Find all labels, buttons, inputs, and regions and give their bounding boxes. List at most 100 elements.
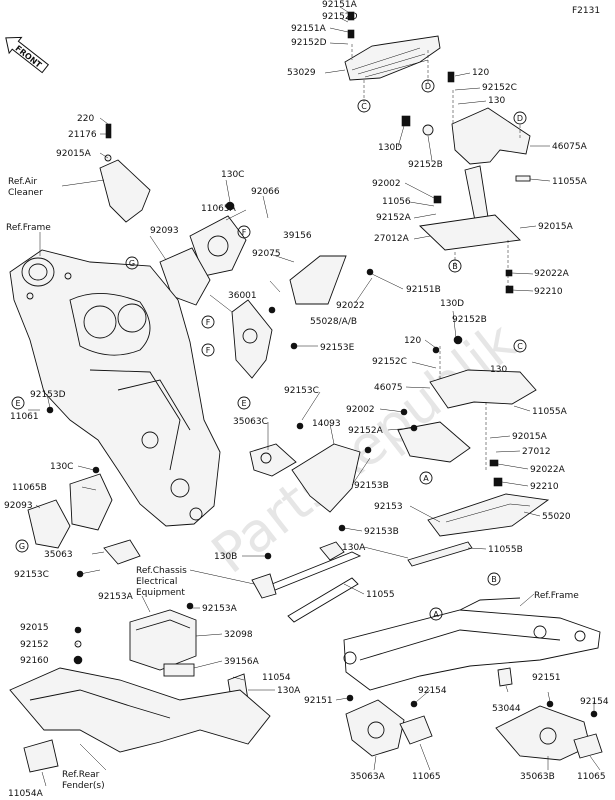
part-label-92153C: 92153C xyxy=(284,386,319,396)
svg-text:F: F xyxy=(206,318,211,327)
part-label-11055A-b: 11055A xyxy=(532,407,568,417)
svg-text:A: A xyxy=(423,474,429,483)
part-label-11055A: 11055A xyxy=(552,177,588,187)
bracket-36001 xyxy=(231,299,298,379)
rear-fender-undertray xyxy=(9,626,271,773)
footrest-bracket-46075 xyxy=(397,335,537,487)
part-label-92152: 92152 xyxy=(20,640,49,650)
part-label-92154-b: 92154 xyxy=(580,697,609,707)
part-label-92152C-b: 92152C xyxy=(372,357,407,367)
part-label-92152B-b: 92152B xyxy=(452,315,487,325)
svg-text:G: G xyxy=(129,259,135,268)
part-label-92210-b: 92210 xyxy=(530,482,559,492)
callout-g-top: G xyxy=(125,256,139,270)
callout-a-bottom: A xyxy=(429,607,443,621)
ref-frame-right: Ref.Frame xyxy=(534,591,579,601)
svg-text:B: B xyxy=(452,262,458,271)
part-label-92022A-b: 92022A xyxy=(530,465,566,475)
part-label-35063B: 35063B xyxy=(520,772,555,782)
svg-text:E: E xyxy=(15,399,20,408)
part-label-11056: 11056 xyxy=(382,197,411,207)
part-label-11055B: 11055B xyxy=(488,545,523,555)
part-label-92151-b: 92151 xyxy=(532,673,561,683)
callout-f-3: F xyxy=(201,343,215,357)
part-label-92002: 92002 xyxy=(372,179,401,189)
callout-d-top: D xyxy=(421,79,435,93)
part-label-92152D: 92152D xyxy=(322,12,358,22)
part-label-11065B: 11065B xyxy=(12,483,47,493)
part-label-92093: 92093 xyxy=(150,226,179,236)
part-label-130C-b: 130C xyxy=(50,462,73,472)
part-label-27012A: 27012A xyxy=(374,234,410,244)
part-label-120: 120 xyxy=(472,68,489,78)
subframe xyxy=(343,597,601,691)
callout-g-bottom: G xyxy=(15,539,29,553)
part-label-92153C-b: 92153C xyxy=(14,570,49,580)
svg-text:B: B xyxy=(491,575,497,584)
part-label-11065-b: 11065 xyxy=(577,772,606,782)
part-label-92151A-b: 92151A xyxy=(291,24,327,34)
part-label-11065A: 11065A xyxy=(201,204,237,214)
svg-text:D: D xyxy=(425,82,431,91)
part-label-130: 130 xyxy=(488,96,505,106)
part-label-11065: 11065 xyxy=(412,772,441,782)
part-label-27012: 27012 xyxy=(522,447,551,457)
part-label-92153B: 92153B xyxy=(354,481,389,491)
ref-label-line: Cleaner xyxy=(8,188,43,198)
part-label-92152C: 92152C xyxy=(482,83,517,93)
part-label-130D-b: 130D xyxy=(440,299,464,309)
callout-b-top: B xyxy=(448,259,462,273)
part-label-92153D: 92153D xyxy=(30,390,66,400)
callout-e-mid: E xyxy=(237,396,251,410)
part-label-46075: 46075 xyxy=(374,383,403,393)
air-duct xyxy=(99,123,151,223)
main-frame xyxy=(9,249,221,527)
callout-a-mid: A xyxy=(419,471,433,485)
part-label-92066: 92066 xyxy=(251,187,280,197)
svg-text:F: F xyxy=(242,228,247,237)
part-label-92152A: 92152A xyxy=(376,213,412,223)
frame-cover-11065b xyxy=(27,406,141,578)
part-label-130-b: 130 xyxy=(490,365,507,375)
part-label-39156A: 39156A xyxy=(224,657,260,667)
callout-f-1: F xyxy=(237,225,251,239)
svg-text:G: G xyxy=(19,542,25,551)
part-label-92022A: 92022A xyxy=(534,269,570,279)
part-label-92154: 92154 xyxy=(418,686,447,696)
svg-text:A: A xyxy=(433,610,439,619)
callout-d-right: D xyxy=(513,111,527,125)
part-label-92210: 92210 xyxy=(534,287,563,297)
part-label-36001: 36001 xyxy=(228,291,257,301)
part-label-92002-b: 92002 xyxy=(346,405,375,415)
part-label-130D: 130D xyxy=(378,143,402,153)
part-label-92152D-b: 92152D xyxy=(291,38,327,48)
part-label-92151: 92151 xyxy=(304,696,333,706)
part-label-130A-b: 130A xyxy=(277,686,301,696)
part-label-14093: 14093 xyxy=(312,419,341,429)
ref-label-line: Ref.Rear xyxy=(62,770,100,780)
svg-text:C: C xyxy=(517,342,523,351)
footrest-bracket-46075a xyxy=(419,90,531,295)
front-arrow-icon: FRONT xyxy=(5,36,50,74)
ref-label-line: Ref.Frame xyxy=(534,591,579,601)
part-label-92093-b: 92093 xyxy=(4,501,33,511)
part-label-92075: 92075 xyxy=(252,249,281,259)
part-label-35063: 35063 xyxy=(44,550,73,560)
part-label-92015: 92015 xyxy=(20,623,49,633)
footrest-bracket-35063b xyxy=(495,700,603,761)
ref-label-line: Fender(s) xyxy=(62,781,105,791)
part-label-92152A-b: 92152A xyxy=(348,426,384,436)
part-label-92152B: 92152B xyxy=(408,160,443,170)
part-label-21176: 21176 xyxy=(68,130,97,140)
part-label-92153A: 92153A xyxy=(98,592,134,602)
part-label-55020: 55020 xyxy=(542,512,571,522)
ref-label-line: Electrical xyxy=(136,577,177,587)
callout-c-top: C xyxy=(357,99,371,113)
svg-text:D: D xyxy=(517,114,523,123)
svg-text:C: C xyxy=(361,102,367,111)
part-number-labels: 92151A 92152D 92151A 92152D 53029 120 92… xyxy=(4,0,609,799)
